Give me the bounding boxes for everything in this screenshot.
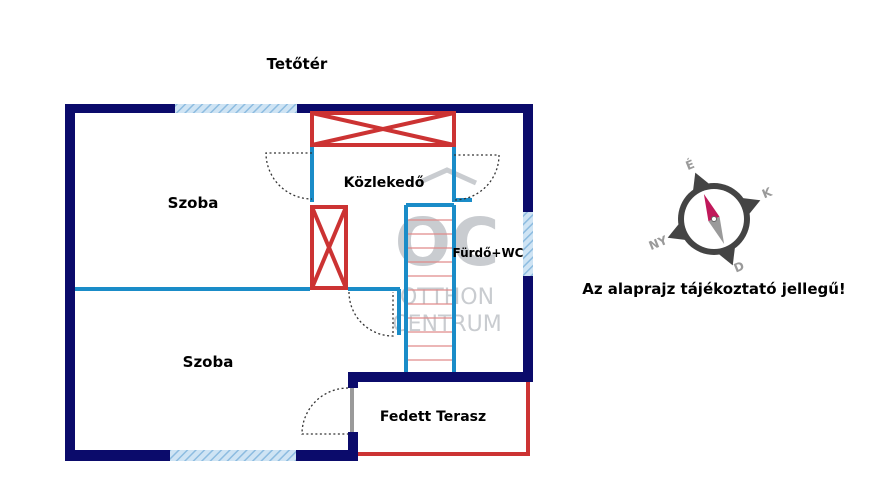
- floor-title: Tetőtér: [267, 55, 328, 73]
- terrace-door-jamb: [350, 388, 354, 432]
- void-top-box: [310, 111, 456, 147]
- watermark-line1: OTTHON: [400, 285, 494, 310]
- wall-right-upper: [523, 104, 533, 212]
- compass-letter-north: É: [683, 156, 696, 173]
- door-swings: [265, 152, 500, 435]
- door-hall-right: [453, 154, 500, 201]
- door-terrace: [301, 387, 349, 435]
- compass-needle-north: [703, 193, 720, 222]
- void-left-box: [310, 205, 348, 290]
- disclaimer-text: Az alaprajz tájékoztató jellegű!: [582, 280, 846, 298]
- stair-treads: [408, 219, 452, 361]
- wall-right-lower: [523, 276, 533, 382]
- watermark: OC OTTHON CENTRUM: [392, 167, 502, 337]
- compass-center: [711, 216, 717, 222]
- terrace-outline: [358, 382, 530, 456]
- outer-walls: [65, 104, 533, 461]
- compass-letter-west: NY: [647, 233, 670, 253]
- room-label-szoba-lower: Szoba: [183, 353, 234, 371]
- compass-letter-east: K: [760, 185, 775, 202]
- void-left: [310, 205, 348, 290]
- window-right: [523, 212, 533, 276]
- void-left-x2: [310, 206, 348, 289]
- void-top: [310, 111, 456, 147]
- window-bottom: [170, 450, 296, 461]
- watermark-line2: CENTRUM: [392, 312, 502, 337]
- room-label-szoba-upper: Szoba: [168, 194, 219, 212]
- room-label-kozlekedo: Közlekedő: [344, 175, 425, 191]
- room-label-furdo-wc: Fürdő+WC: [453, 246, 524, 260]
- void-top-x2: [311, 111, 455, 147]
- window-top: [175, 104, 297, 113]
- wall-terrace-left-top: [348, 372, 358, 388]
- compass-letter-south: D: [732, 259, 747, 276]
- compass: É K D NY: [647, 156, 775, 276]
- wall-terrace-left-bottom: [348, 432, 358, 461]
- wall-top: [65, 104, 533, 113]
- wall-left: [65, 104, 75, 461]
- wall-terrace-top: [348, 372, 533, 382]
- compass-needle-south: [708, 216, 725, 245]
- room-label-fedett-terasz: Fedett Terasz: [380, 409, 486, 425]
- door-hall-left: [265, 152, 313, 200]
- watermark-logo: OC: [395, 204, 500, 281]
- watermark-roof-icon: [416, 167, 478, 186]
- door-lower-room: [348, 291, 394, 337]
